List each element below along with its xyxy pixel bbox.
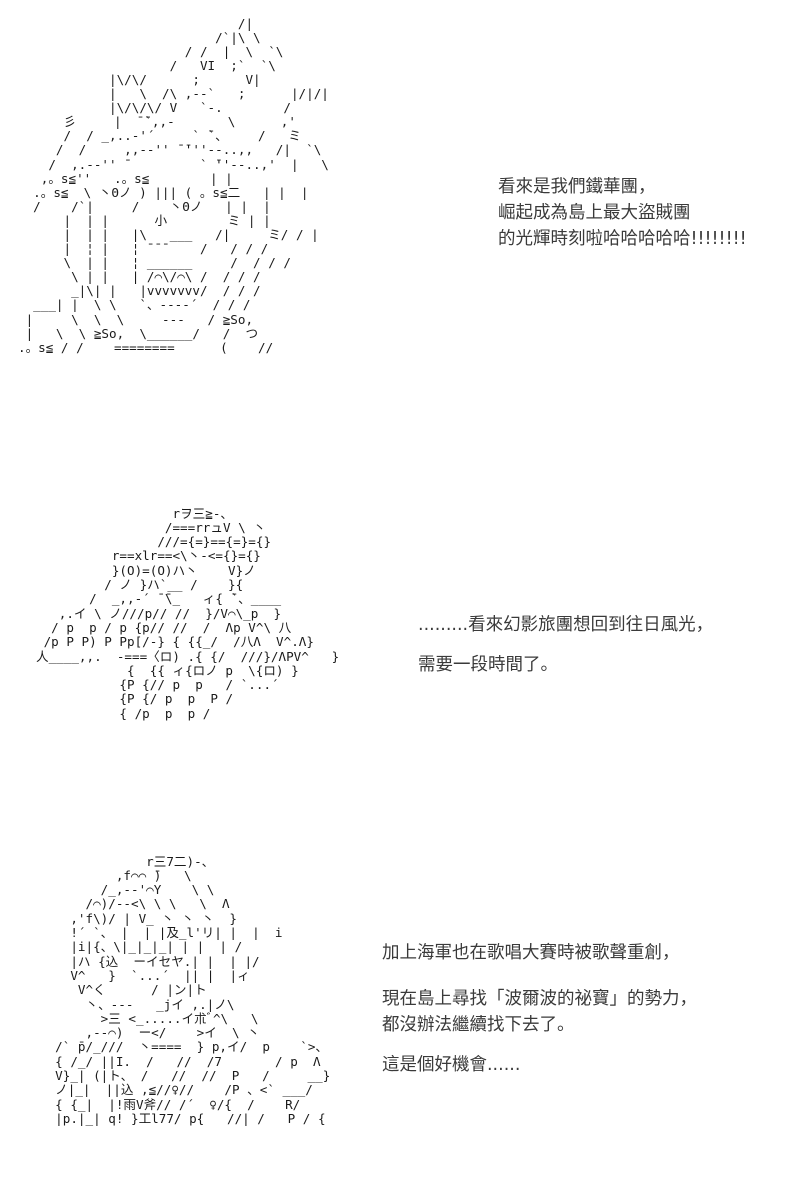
ascii-art-panel-2: rヲ三≧-、 /===rrュV \ 丶 ///={=}=={=}={} r==x… — [36, 505, 340, 721]
dialogue-text-panel-1: 看來是我們鐵華團， 崛起成為島上最大盜賊團 的光輝時刻啦哈哈哈哈哈!!!!!!!… — [498, 177, 747, 249]
dialogue-text-panel-3-line-1: 加上海軍也在歌唱大賽時被歌聲重創， — [382, 943, 680, 963]
dialogue-text-panel-3-line-3: 這是個好機會...... — [382, 1055, 521, 1075]
ascii-art-panel-3: r三7二)-、 ,f⌒⌒ ̄) \ /_,-‐'⌒Y \ \ /⌒)/--<\ … — [55, 853, 331, 1126]
ascii-art-panel-1: /| /`|\ \ / / | \ `\ / VI ;` `\ |\/\/ ; … — [18, 15, 329, 355]
dialogue-text-panel-2: .........看來幻影旅團想回到往日風光， 需要一段時間了。 — [418, 615, 714, 675]
dialogue-text-panel-3-line-2: 現在島上尋找「波爾波的祕寶」的勢力， 都沒辦法繼續找下去了。 — [382, 989, 697, 1035]
